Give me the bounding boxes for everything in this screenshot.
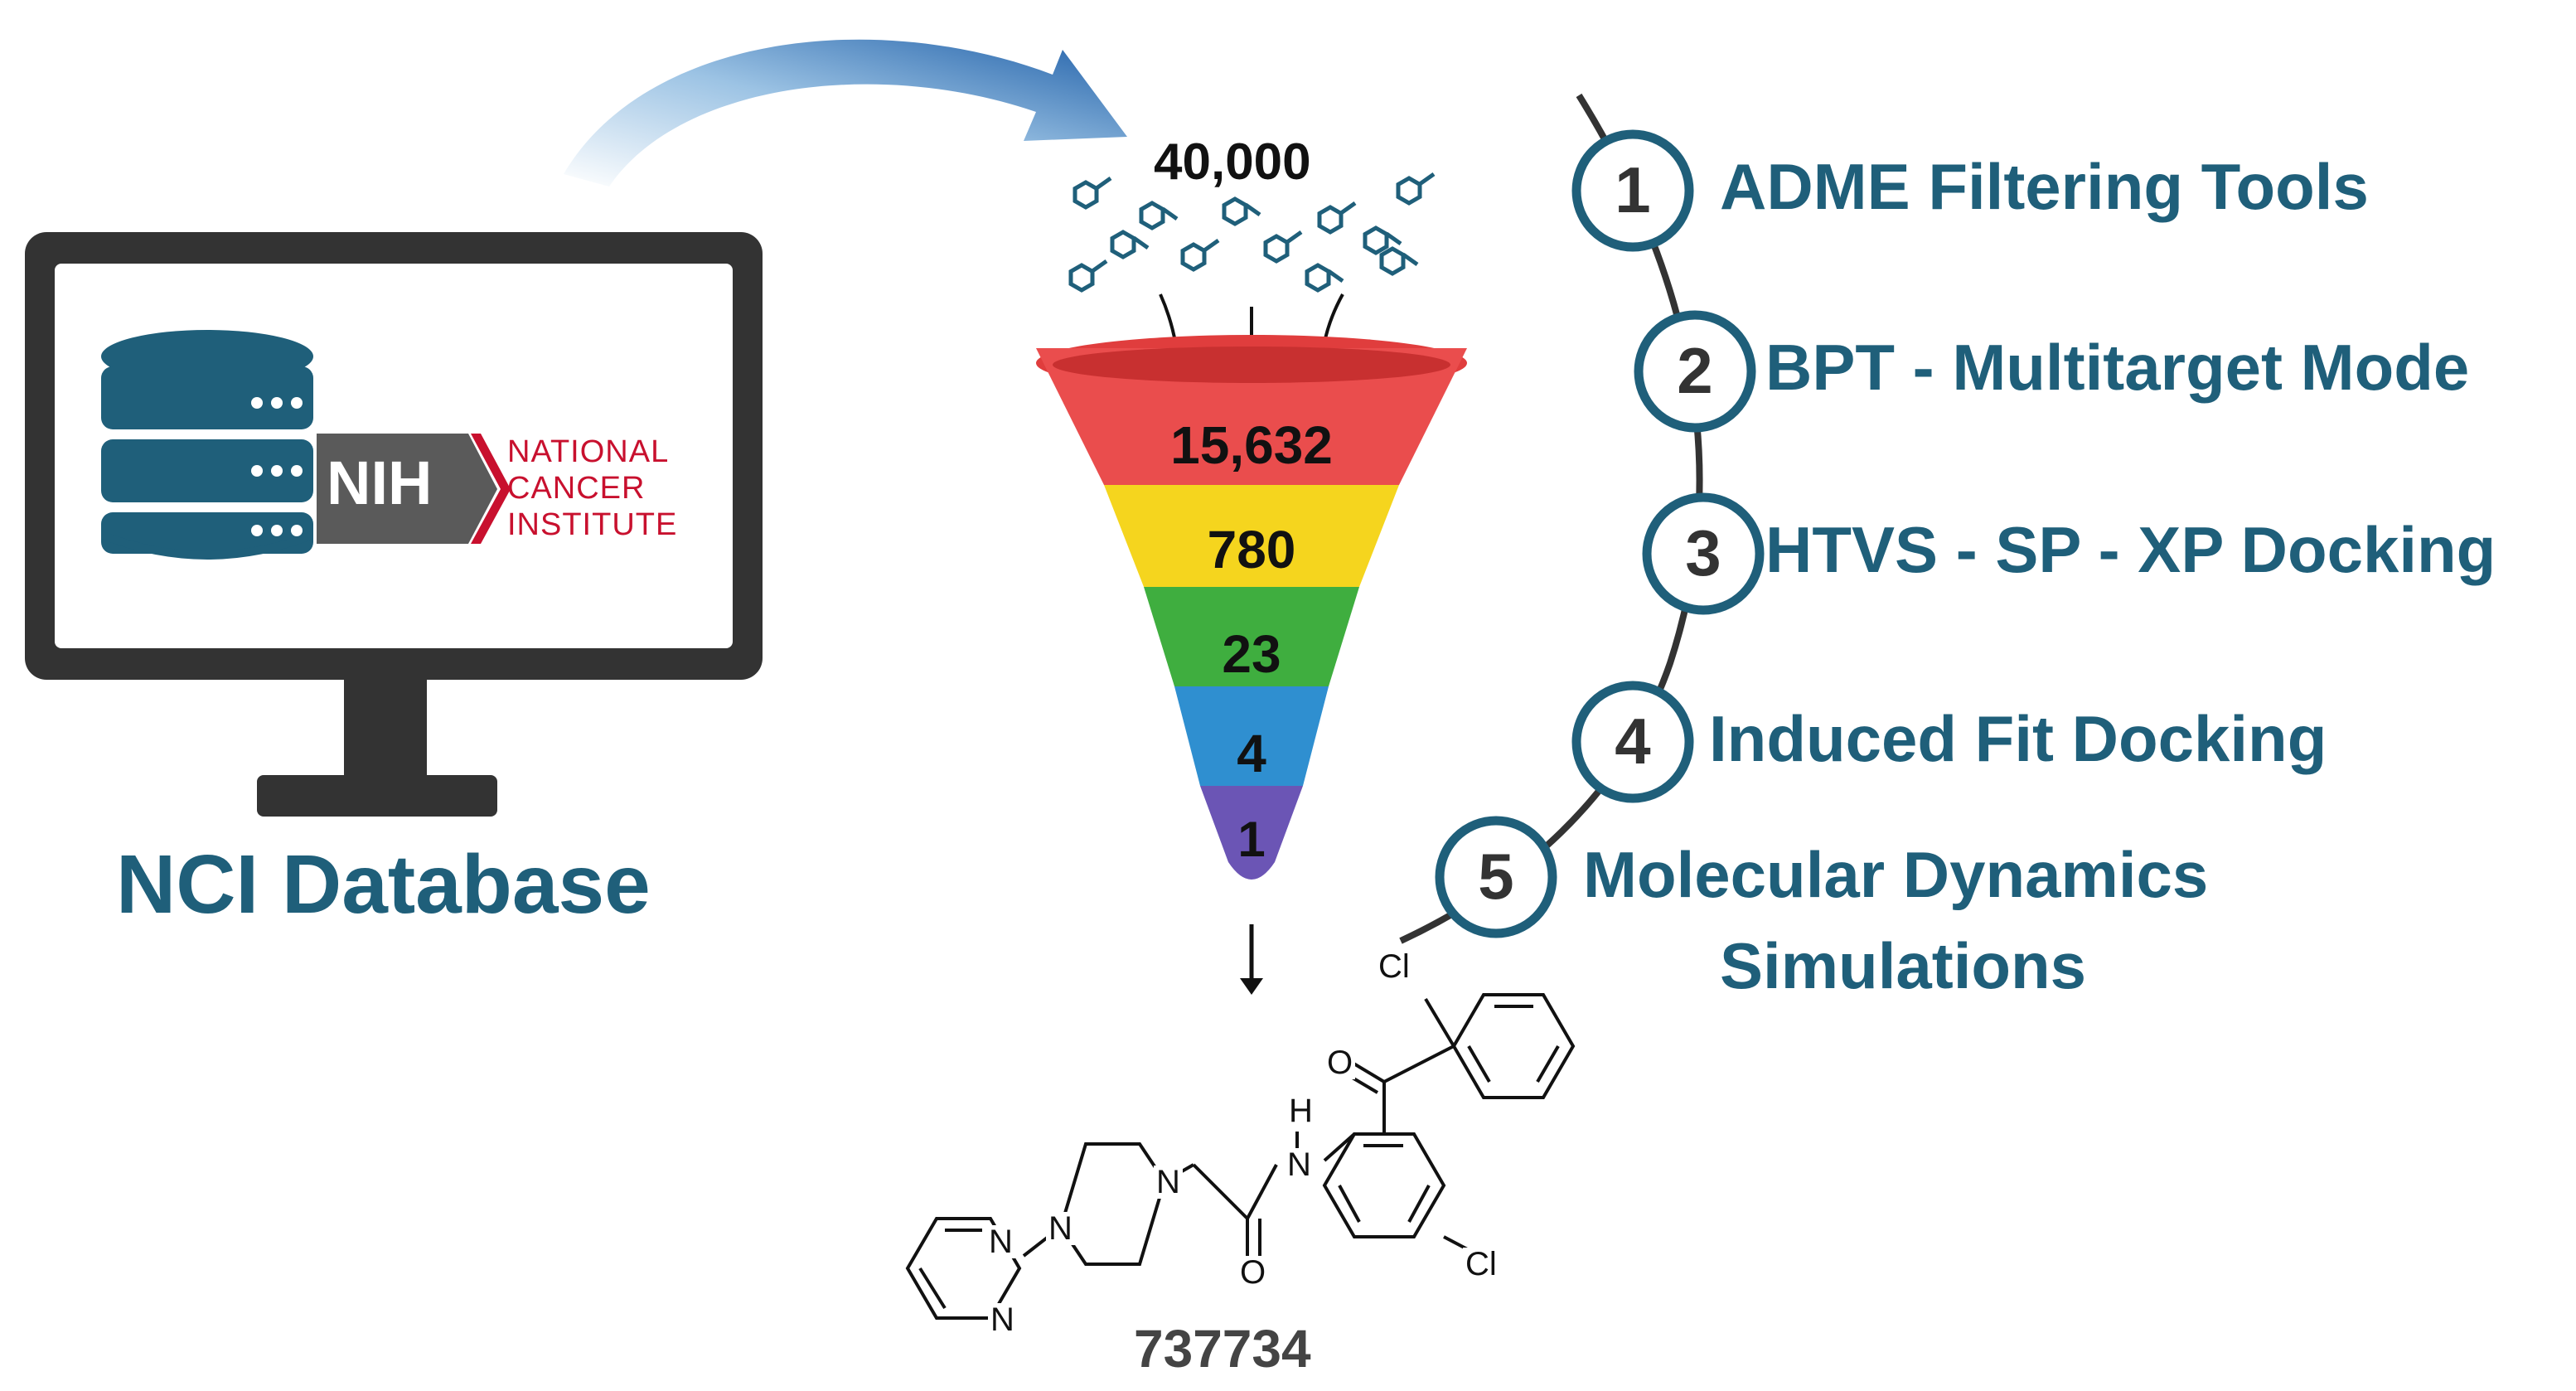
- step-label-3: HTVS - SP - XP Docking: [1765, 513, 2496, 586]
- molecule-icon: [1363, 225, 1389, 255]
- atom-o-ketone: O: [1324, 1046, 1356, 1079]
- funnel-band-5: [1200, 786, 1303, 880]
- funnel-opening: [1053, 347, 1450, 383]
- step-number-4: 4: [1615, 705, 1651, 778]
- molecule-bond: [1385, 231, 1402, 246]
- molecule-icon: [1396, 176, 1422, 206]
- output-arrow: [1240, 924, 1263, 995]
- molecule-icon: [1379, 246, 1406, 276]
- stage-count-1: 15,632: [1170, 415, 1333, 475]
- molecule-bond: [1132, 235, 1150, 250]
- stage-count-4: 4: [1237, 724, 1266, 783]
- molecule-icon: [1263, 234, 1290, 264]
- atom-h-amide: H: [1286, 1094, 1315, 1127]
- molecule-bond: [1402, 252, 1419, 267]
- molecule-icon: [1222, 196, 1248, 226]
- step-timeline: [1399, 93, 1765, 944]
- institute-line-1: NATIONAL: [507, 434, 670, 469]
- screening-funnel: [1036, 335, 1467, 880]
- funnel-band-4: [1174, 686, 1329, 786]
- atom-cl-top: Cl: [1376, 950, 1412, 983]
- nih-logo: [317, 434, 511, 544]
- molecule-icon: [1110, 230, 1136, 259]
- database-title: NCI Database: [116, 838, 651, 931]
- step-number-5: 5: [1478, 840, 1514, 913]
- molecule-bond: [1095, 176, 1112, 191]
- molecule-icon: [1073, 180, 1099, 210]
- step-label-5-line-2: Simulations: [1720, 929, 2087, 1002]
- atom-n-pyrimidine-1: N: [986, 1225, 1015, 1258]
- molecule-bond: [1244, 202, 1261, 217]
- institute-line-3: INSTITUTE: [507, 507, 678, 542]
- molecule-icon: [1180, 242, 1207, 272]
- institute-line-2: CANCER: [507, 471, 646, 506]
- step-number-3: 3: [1685, 516, 1721, 589]
- step-circle-1: [1571, 129, 1694, 252]
- nih-badge-text: NIH: [327, 448, 433, 517]
- molecule-icon: [1139, 201, 1165, 230]
- atom-n-piperazine-1: N: [1154, 1166, 1183, 1199]
- stage-count-2: 780: [1207, 520, 1296, 579]
- atom-o-amide: O: [1237, 1256, 1269, 1289]
- step-number-1: 1: [1615, 153, 1651, 226]
- compound-id: 737734: [1134, 1319, 1311, 1379]
- molecule-bond: [1161, 206, 1179, 221]
- funnel-band-3: [1144, 587, 1359, 686]
- molecule-cloud: [1068, 172, 1436, 293]
- molecule-icon: [1317, 205, 1344, 235]
- step-label-5: Molecular Dynamics: [1583, 838, 2209, 911]
- molecule-bond: [1091, 259, 1108, 274]
- step-circle-3: [1642, 492, 1765, 615]
- molecule-bond: [1286, 230, 1303, 245]
- step-number-2: 2: [1677, 334, 1713, 407]
- atom-n-piperazine-2: N: [1046, 1212, 1075, 1245]
- molecule-icon: [1305, 263, 1331, 293]
- step-circle-5: [1435, 816, 1557, 938]
- atom-cl-bottom: Cl: [1463, 1248, 1499, 1281]
- stage-count-5: 1: [1237, 812, 1266, 867]
- molecule-bond: [1327, 269, 1344, 284]
- molecule-bond: [1339, 201, 1357, 216]
- database-icon: [101, 330, 313, 560]
- step-circle-4: [1571, 681, 1694, 803]
- funnel-band-2: [1104, 485, 1399, 587]
- funnel-band-1: [1036, 348, 1467, 485]
- step-label-2: BPT - Multitarget Mode: [1765, 331, 2470, 404]
- transfer-arrow: [564, 39, 1127, 187]
- molecule-bond: [1418, 172, 1436, 187]
- molecule-bond: [1203, 238, 1220, 253]
- molecule-icon: [1068, 263, 1095, 293]
- step-circle-2: [1634, 310, 1756, 433]
- atom-n-amide: N: [1285, 1148, 1314, 1181]
- step-label-4: Induced Fit Docking: [1709, 702, 2327, 775]
- atom-n-pyrimidine-2: N: [988, 1303, 1017, 1336]
- stage-count-3: 23: [1222, 624, 1281, 684]
- step-label-1: ADME Filtering Tools: [1720, 150, 2369, 223]
- initial-count: 40,000: [1154, 133, 1311, 191]
